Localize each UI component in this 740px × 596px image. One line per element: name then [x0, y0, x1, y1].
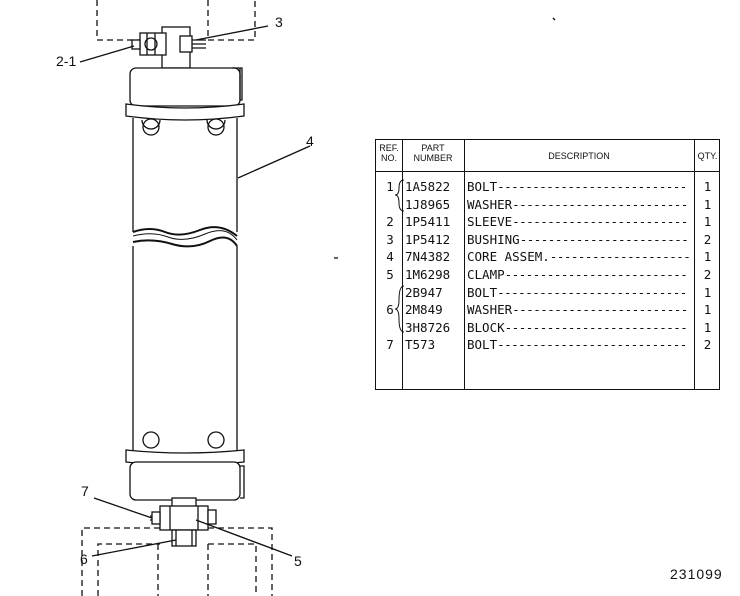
part-number: 1A5822 [405, 179, 451, 194]
quantity: 1 [703, 196, 712, 212]
description-text: CLAMP [467, 267, 505, 282]
quantity: 1 [703, 179, 712, 194]
description-text: WASHER [467, 302, 513, 318]
ref-number: 4 [386, 249, 394, 265]
quantity: 1 [703, 302, 712, 318]
ref-number: 7 [386, 337, 394, 353]
column-divider [694, 140, 695, 389]
part-number: 1J8965 [405, 196, 451, 212]
header-divider [376, 171, 719, 172]
description-text: BLOCK [467, 319, 505, 335]
callout-5: 5 [294, 553, 302, 569]
part-description: SLEEVE----------------------------------… [467, 214, 689, 230]
quantity: 1 [703, 249, 712, 265]
callout-2-1: 2-1 [56, 53, 77, 69]
quantity: 1 [703, 214, 712, 230]
callout-4: 4 [306, 133, 314, 149]
description-text: BOLT [467, 179, 498, 194]
quantity: 1 [703, 319, 712, 335]
ref-number: 6 [386, 302, 394, 318]
drawing-number: 231099 [670, 566, 723, 582]
ref-number: 3 [386, 231, 394, 247]
quantity: 1 [703, 284, 712, 300]
part-number: 1P5412 [405, 231, 451, 247]
description-text: BOLT [467, 284, 498, 300]
callout-7: 7 [81, 483, 89, 499]
part-description: BOLT------------------------------------… [467, 337, 689, 353]
description-text: BOLT [467, 337, 498, 353]
part-number: 2M849 [405, 302, 443, 318]
part-number: 1M6298 [405, 267, 451, 282]
quantity: 2 [703, 337, 712, 353]
part-description: WASHER----------------------------------… [467, 302, 689, 318]
callout-6: 6 [80, 551, 88, 567]
column-divider [402, 140, 403, 389]
part-description: BUSHING---------------------------------… [467, 231, 689, 247]
part-description: BLOCK-----------------------------------… [467, 319, 689, 335]
part-number: T573 [405, 337, 436, 353]
quantity: 2 [703, 267, 712, 282]
part-description: CORE ASSEM.-----------------------------… [467, 249, 689, 265]
quantity: 2 [703, 231, 712, 247]
header-description: DESCRIPTION [548, 151, 610, 161]
ref-number: 5 [386, 267, 394, 282]
header-qty: QTY. [697, 151, 718, 161]
description-text: BUSHING [467, 231, 520, 247]
part-number: 2B947 [405, 284, 443, 300]
part-description: WASHER----------------------------------… [467, 196, 689, 212]
header-ref-no: REF.NO. [379, 143, 399, 163]
part-number: 3H8726 [405, 319, 451, 335]
description-text: SLEEVE [467, 214, 513, 230]
description-text: CORE ASSEM. [467, 249, 550, 265]
part-description: BOLT------------------------------------… [467, 179, 689, 194]
part-number: 7N4382 [405, 249, 451, 265]
ref-number: 1 [386, 179, 394, 194]
description-text: WASHER [467, 196, 513, 212]
group-brackets [394, 179, 405, 333]
part-description: BOLT------------------------------------… [467, 284, 689, 300]
part-number: 1P5411 [405, 214, 451, 230]
ref-number: 2 [386, 214, 394, 230]
callout-3: 3 [275, 14, 283, 30]
column-divider [464, 140, 465, 389]
part-description: CLAMP-----------------------------------… [467, 267, 689, 282]
